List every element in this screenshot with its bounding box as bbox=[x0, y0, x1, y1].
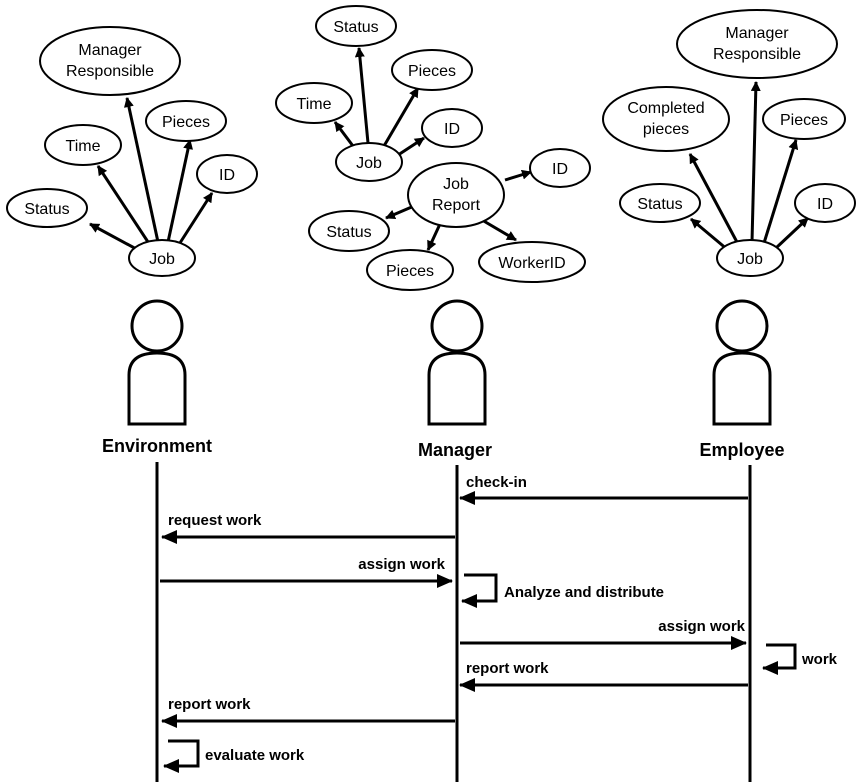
node-pieces-label: Pieces bbox=[162, 114, 210, 131]
node-job bbox=[716, 239, 784, 277]
edge-report-pieces bbox=[426, 223, 442, 251]
message-evaluate-label: evaluate work bbox=[205, 747, 305, 764]
message-analyze-label: Analyze and distribute bbox=[504, 584, 664, 601]
edge-job-status bbox=[690, 217, 729, 252]
node-status bbox=[619, 183, 701, 223]
node-job-label: Job bbox=[149, 251, 175, 268]
node-pieces-label: Pieces bbox=[408, 63, 456, 80]
node-pieces bbox=[145, 100, 227, 142]
edge-report-worker-id bbox=[481, 218, 517, 242]
edge-job-pieces bbox=[382, 87, 420, 147]
node-report-id-label: ID bbox=[552, 161, 568, 178]
node-id bbox=[421, 108, 483, 148]
node-status bbox=[315, 5, 397, 47]
message-request-work-label: request work bbox=[168, 512, 262, 529]
message-assign-work-mgr-label: assign work bbox=[658, 618, 745, 635]
edge-job-pieces bbox=[762, 139, 799, 244]
node-report-status bbox=[308, 210, 390, 252]
node-time-label: Time bbox=[66, 138, 101, 155]
message-evaluate-self-arrow bbox=[163, 739, 200, 773]
node-time bbox=[275, 82, 353, 124]
employee-data-tree: Manager Responsible Completed pieces Pie… bbox=[602, 9, 856, 277]
edge-job-time bbox=[96, 165, 152, 246]
node-pieces bbox=[762, 98, 846, 140]
manager-data-tree: Status Pieces Time ID Job ID Job Report … bbox=[275, 5, 591, 291]
message-work-label: work bbox=[801, 651, 838, 668]
message-check-in-label: check-in bbox=[466, 474, 527, 491]
node-report-id bbox=[529, 148, 591, 188]
node-completed-pieces bbox=[602, 86, 730, 152]
node-status-label: Status bbox=[333, 19, 378, 36]
edge-job-pieces bbox=[166, 139, 193, 243]
node-job-label: Job bbox=[737, 251, 763, 268]
actor-manager-figure bbox=[427, 299, 487, 426]
edge-job-completed-pieces bbox=[688, 153, 740, 245]
node-completed-pieces-line1: Completed bbox=[627, 100, 704, 117]
node-manager-responsible bbox=[676, 9, 838, 79]
message-assign-work-env-label: assign work bbox=[358, 556, 445, 573]
node-job-report-line1: Job bbox=[443, 176, 469, 193]
node-job-report bbox=[407, 162, 505, 228]
node-report-worker-id bbox=[478, 241, 586, 283]
node-id bbox=[196, 154, 258, 194]
node-completed-pieces-line2: pieces bbox=[643, 121, 689, 138]
node-pieces bbox=[391, 49, 473, 91]
edge-job-manager-responsible bbox=[750, 81, 761, 243]
message-analyze-self-arrow bbox=[461, 573, 498, 608]
node-job-label: Job bbox=[356, 155, 382, 172]
edge-job-id bbox=[176, 192, 214, 247]
node-id-label: ID bbox=[444, 121, 460, 138]
node-job bbox=[335, 142, 403, 182]
node-id-label: ID bbox=[817, 196, 833, 213]
node-report-pieces-label: Pieces bbox=[386, 263, 434, 280]
edge-report-id bbox=[504, 169, 532, 182]
node-job-report-line2: Report bbox=[432, 197, 481, 214]
node-status bbox=[6, 188, 88, 228]
message-work-self-arrow bbox=[762, 643, 797, 675]
node-job bbox=[128, 239, 196, 277]
node-manager-responsible-line1: Manager bbox=[78, 42, 142, 59]
node-id bbox=[794, 183, 856, 223]
actor-manager-label: Manager bbox=[418, 440, 492, 460]
node-manager-responsible-line2: Responsible bbox=[66, 63, 154, 80]
node-report-pieces bbox=[366, 249, 454, 291]
node-report-status-label: Status bbox=[326, 224, 371, 241]
edge-job-id bbox=[774, 216, 810, 250]
node-status-label: Status bbox=[24, 201, 69, 218]
node-manager-responsible-line1: Manager bbox=[725, 25, 789, 42]
node-time-label: Time bbox=[297, 96, 332, 113]
message-report-work-mgr-label: report work bbox=[168, 696, 251, 713]
node-status-label: Status bbox=[637, 196, 682, 213]
node-id-label: ID bbox=[219, 167, 235, 184]
node-manager-responsible-line2: Responsible bbox=[713, 46, 801, 63]
edge-job-manager-responsible bbox=[124, 97, 160, 243]
actor-employee-figure bbox=[712, 299, 772, 426]
message-report-work-emp-label: report work bbox=[466, 660, 549, 677]
node-time bbox=[44, 124, 122, 166]
edge-job-status bbox=[89, 222, 141, 253]
edge-report-status bbox=[385, 204, 415, 220]
node-report-worker-id-label: WorkerID bbox=[498, 255, 565, 272]
actor-environment-label: Environment bbox=[102, 436, 212, 456]
actor-employee-label: Employee bbox=[699, 440, 784, 460]
edge-job-status bbox=[354, 47, 370, 144]
node-pieces-label: Pieces bbox=[780, 112, 828, 129]
node-manager-responsible bbox=[39, 26, 181, 96]
environment-data-tree: Manager Responsible Time Pieces ID Statu… bbox=[6, 26, 258, 277]
actor-environment-figure bbox=[127, 299, 187, 426]
